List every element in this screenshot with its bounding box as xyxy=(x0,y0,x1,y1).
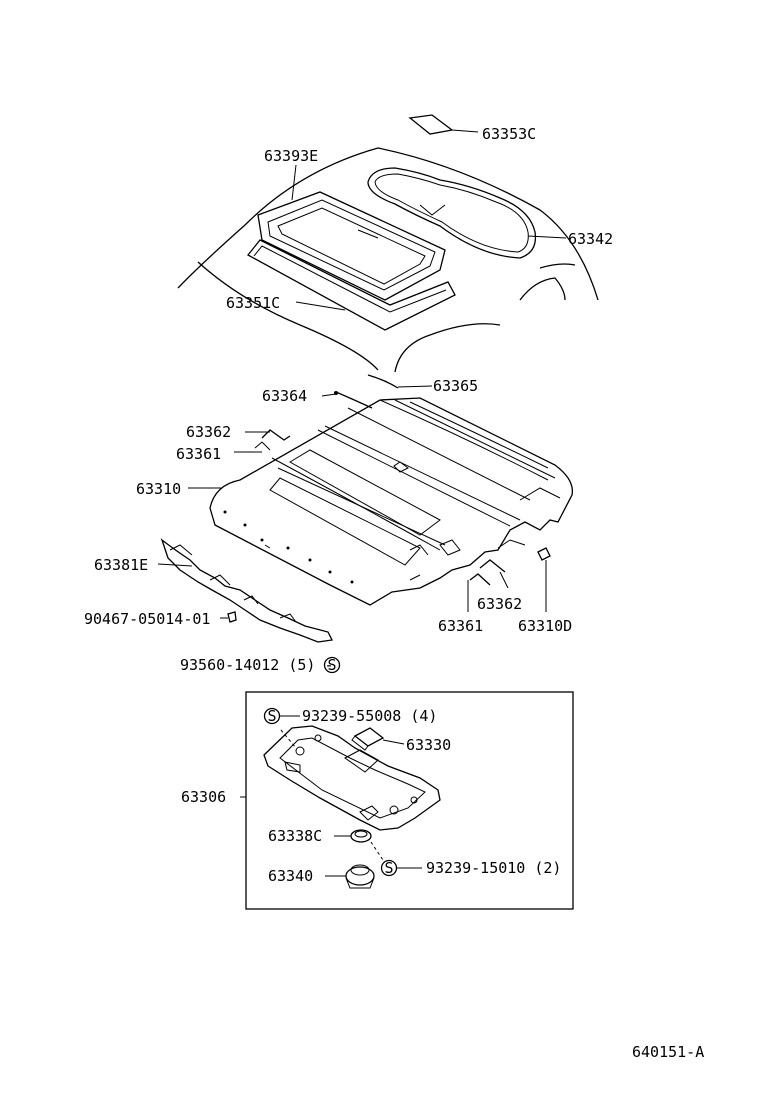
part-63362-63361-right-clips xyxy=(467,559,509,612)
part-63381e-trim xyxy=(157,538,333,643)
label-63351c: 63351C xyxy=(226,294,280,312)
part-63365-strip xyxy=(367,374,433,389)
label-63310d: 63310D xyxy=(518,617,572,635)
label-63340: 63340 xyxy=(268,867,313,885)
label-63353c: 63353C xyxy=(482,125,536,143)
label-63310: 63310 xyxy=(136,480,181,498)
label-63362-right: 63362 xyxy=(477,595,522,613)
label-90467: 90467-05014-01 xyxy=(84,610,210,628)
part-90467-clip xyxy=(220,611,237,623)
label-63361-left: 63361 xyxy=(176,445,221,463)
label-93560: 93560-14012 (5) - xyxy=(180,656,334,674)
label-63338c: 63338C xyxy=(268,827,322,845)
label-63342: 63342 xyxy=(568,230,613,248)
part-63353c-pad xyxy=(408,114,479,135)
label-63364: 63364 xyxy=(262,387,307,405)
part-63364-strip xyxy=(321,391,373,409)
label-93239-15010: 93239-15010 (2) xyxy=(426,859,561,877)
label-63381e: 63381E xyxy=(94,556,148,574)
s-mark-93560: S xyxy=(327,656,336,674)
part-93560-screw-leader xyxy=(323,656,341,674)
label-63306: 63306 xyxy=(181,788,226,806)
label-93239-55008: 93239-55008 (4) xyxy=(302,707,437,725)
part-63362-63361-left-clips xyxy=(234,429,291,453)
part-63351c-seal xyxy=(247,239,456,331)
s-symbol-93560: S xyxy=(327,656,336,674)
callout-labels: 63353C 63393E 63342 63351C 63364 63365 6… xyxy=(84,125,704,1061)
label-63365: 63365 xyxy=(433,377,478,395)
part-63338c-cap xyxy=(334,829,384,861)
roof-outline xyxy=(177,147,599,373)
part-63310d-clip xyxy=(537,547,551,612)
label-63330: 63330 xyxy=(406,736,451,754)
s-symbol-upper: S xyxy=(263,707,300,725)
part-63342-panel xyxy=(367,167,567,259)
part-63310-headliner xyxy=(188,397,574,606)
s-mark-upper: S xyxy=(267,707,276,725)
label-63393e: 63393E xyxy=(264,147,318,165)
s-symbol-lower: S xyxy=(380,859,422,877)
part-63330-lens xyxy=(351,727,405,751)
part-63340-knob xyxy=(325,864,375,889)
label-63362-left: 63362 xyxy=(186,423,231,441)
label-63361-right: 63361 xyxy=(438,617,483,635)
part-63306-base xyxy=(263,725,441,831)
inset-box-63306 xyxy=(240,691,574,910)
figure-id: 640151-A xyxy=(632,1043,704,1061)
s-mark-lower: S xyxy=(384,859,393,877)
part-63393e-frame xyxy=(257,164,446,301)
